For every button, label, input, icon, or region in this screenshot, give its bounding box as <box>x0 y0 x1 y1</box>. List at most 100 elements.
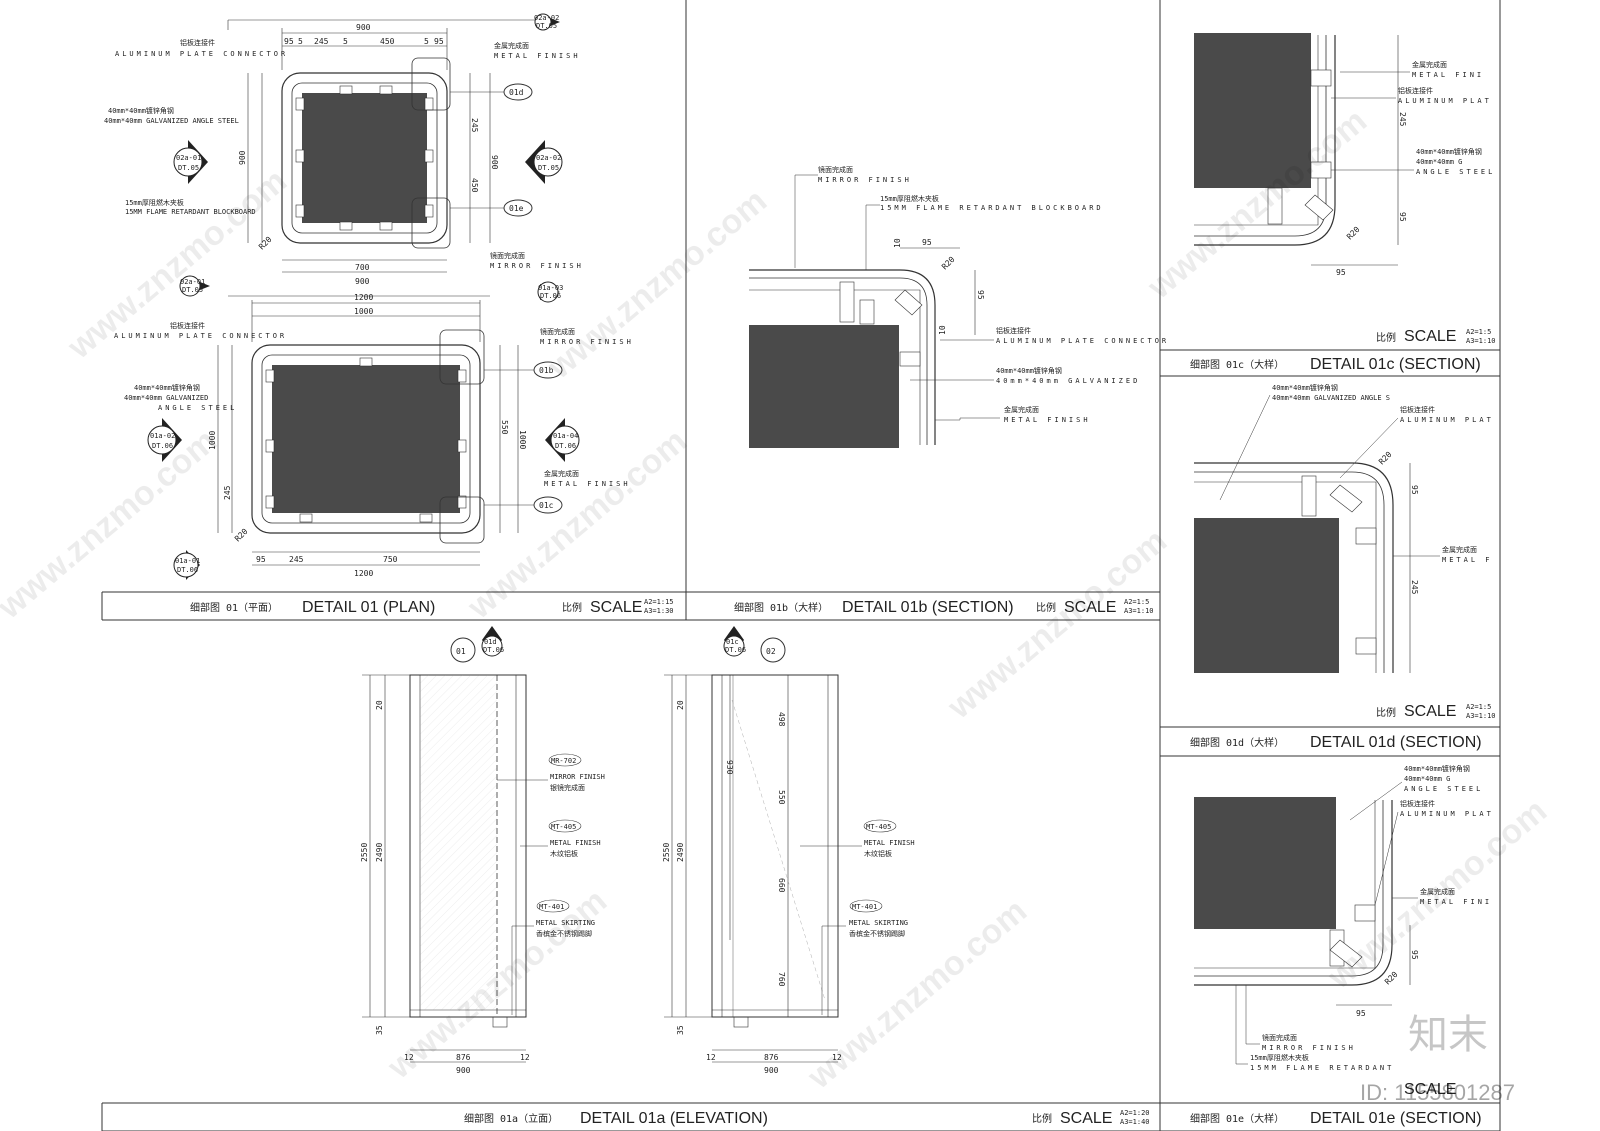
callout-01d: 01d <box>509 88 524 97</box>
svg-text:金属完成面: 金属完成面 <box>1420 887 1455 896</box>
svg-text:细部图 01c（大样）: 细部图 01c（大样） <box>1190 358 1284 371</box>
svg-text:www.znzmo.com: www.znzmo.com <box>0 422 224 627</box>
svg-text:40mm*40mm镀锌角钢: 40mm*40mm镀锌角钢 <box>996 366 1062 375</box>
svg-text:SCALE: SCALE <box>590 599 642 616</box>
dim-p1-r-b: 450 <box>470 178 479 193</box>
svg-text:细部图 01a（立面）: 细部图 01a（立面） <box>464 1112 558 1125</box>
dim-p1-r-h: 900 <box>490 155 499 170</box>
svg-text:ALUMINUM PLATE CONNECTOR: ALUMINUM PLATE CONNECTOR <box>996 337 1169 345</box>
dim-p2-bot-a: 750 <box>383 555 398 564</box>
svg-text:细部图 01b（大样）: 细部图 01b（大样） <box>734 601 828 614</box>
svg-text:876: 876 <box>764 1053 779 1062</box>
plan2-angle-en-b: ANGLE STEEL <box>158 404 237 412</box>
plan1-metal-cn: 金属完成面 <box>494 41 529 50</box>
plan2-mirror-cn: 镜面完成面 <box>540 327 575 336</box>
plan1-mirror-en: MIRROR FINISH <box>490 262 584 270</box>
svg-text:细部图 01d（大样）: 细部图 01d（大样） <box>1190 736 1284 749</box>
svg-text:876: 876 <box>456 1053 471 1062</box>
svg-text:DT.05: DT.05 <box>182 286 203 294</box>
svg-text:比例: 比例 <box>562 601 582 614</box>
plan-bottom-column: 1200 1000 1200 750 95 245 550 1000 1000 … <box>114 293 631 578</box>
svg-text:40mm*40mm G: 40mm*40mm G <box>1404 775 1450 783</box>
svg-text:20: 20 <box>676 700 685 710</box>
image-id: ID: 1155801287 <box>1360 1080 1515 1105</box>
svg-text:金属完成面: 金属完成面 <box>1442 545 1477 554</box>
svg-text:40mm*40mm GALVANIZED: 40mm*40mm GALVANIZED <box>996 377 1140 385</box>
plan2-angle-cn: 40mm*40mm镀锌角钢 <box>134 383 200 392</box>
dim-p2-top: 1200 <box>354 293 373 302</box>
svg-text:木纹铝板: 木纹铝板 <box>550 849 578 858</box>
title-detail-01c: DETAIL 01c (SECTION) <box>1310 356 1481 373</box>
svg-text:MIRROR FINISH: MIRROR FINISH <box>1262 1044 1356 1052</box>
svg-text:A3=1:10: A3=1:10 <box>1466 712 1496 720</box>
svg-text:245: 245 <box>1410 580 1419 595</box>
svg-text:95: 95 <box>1410 950 1419 960</box>
title-detail-01d: DETAIL 01d (SECTION) <box>1310 734 1482 751</box>
svg-text:METAL FINI: METAL FINI <box>1412 71 1484 79</box>
dim-p1-top: 900 <box>356 23 371 32</box>
svg-text:498: 498 <box>777 712 786 727</box>
svg-text:01c: 01c <box>726 638 739 646</box>
svg-text:SCALE: SCALE <box>1404 328 1456 345</box>
svg-text:35: 35 <box>676 1025 685 1035</box>
svg-text:A2=1:5: A2=1:5 <box>1466 328 1491 336</box>
svg-text:香槟金不锈钢踢脚: 香槟金不锈钢踢脚 <box>849 929 905 938</box>
dim-p1-bot: 900 <box>355 277 370 286</box>
svg-text:95: 95 <box>976 290 985 300</box>
svg-text:DT.06: DT.06 <box>540 292 561 300</box>
svg-text:DT.06: DT.06 <box>555 442 576 450</box>
marker-bottom: 02a-01 DT.05 <box>179 275 210 297</box>
svg-text:01a-02: 01a-02 <box>150 432 175 440</box>
title-bar-01b: 细部图 01b（大样） DETAIL 01b (SECTION) 比例 SCAL… <box>734 598 1154 616</box>
plan1-block-cn: 15mm厚阻燃木夹板 <box>125 198 184 207</box>
plan1-block-en: 15MM FLAME RETARDANT BLOCKBOARD <box>125 208 256 216</box>
dim-p2-r-h: 1000 <box>518 430 527 449</box>
detail-01c: 245 95 95 R20 金属完成面 METAL FINI 铝板连接件 ALU… <box>1194 33 1496 345</box>
svg-text:15mm厚阻燃木夹板: 15mm厚阻燃木夹板 <box>1250 1053 1309 1062</box>
plan1-angle-cn: 40mm*40mm镀锌角钢 <box>108 106 174 115</box>
svg-text:ALUMINUM PLAT: ALUMINUM PLAT <box>1400 416 1494 424</box>
svg-text:METAL SKIRTING: METAL SKIRTING <box>849 919 908 927</box>
dim-p1-bot-a: 700 <box>355 263 370 272</box>
svg-text:A2=1:20: A2=1:20 <box>1120 1109 1150 1117</box>
svg-text:10: 10 <box>938 325 947 335</box>
svg-text:12: 12 <box>832 1053 842 1062</box>
svg-text:ALUMINUM PLAT: ALUMINUM PLAT <box>1398 97 1492 105</box>
svg-text:MT-401: MT-401 <box>539 903 564 911</box>
svg-text:DT.06: DT.06 <box>725 646 746 654</box>
svg-text:40mm*40mm镀锌角钢: 40mm*40mm镀锌角钢 <box>1404 764 1470 773</box>
dim-p1-b: 5 <box>298 37 303 46</box>
dim-p1-l-h: 900 <box>238 150 247 165</box>
svg-text:A3=1:10: A3=1:10 <box>1466 337 1496 345</box>
svg-text:15MM FLAME RETARDANT BLOCKBOAR: 15MM FLAME RETARDANT BLOCKBOARD <box>880 204 1104 212</box>
dim-p2-l-h: 1000 <box>208 431 217 450</box>
svg-text:镜面完成面: 镜面完成面 <box>1262 1033 1297 1042</box>
dim-p2-l-b: 245 <box>223 485 232 500</box>
svg-text:比例: 比例 <box>1376 331 1396 344</box>
title-bar-01a: 细部图 01a（立面） DETAIL 01a (ELEVATION) 比例 SC… <box>464 1109 1150 1127</box>
svg-text:20: 20 <box>375 700 384 710</box>
detail-01e: 95 95 R20 40mm*40mm镀锌角钢 40mm*40mm G ANGL… <box>1194 764 1491 1098</box>
dim-p2-245: 245 <box>289 555 304 564</box>
svg-text:01a-01: 01a-01 <box>175 557 200 565</box>
dim-p1-r-a: 245 <box>470 118 479 133</box>
svg-text:铝板连接件: 铝板连接件 <box>1400 405 1435 414</box>
marker-bottom-2: 01a-01 DT.06 <box>173 550 200 580</box>
elev-01-tag: 01 01d DT.06 <box>450 626 504 663</box>
plan1-angle-en: 40mm*40mm GALVANIZED ANGLE STEEL <box>104 117 239 125</box>
marker-mid: 01a-03 DT.06 <box>537 281 563 303</box>
svg-text:METAL SKIRTING: METAL SKIRTING <box>536 919 595 927</box>
detail-01b: 95 95 R20 10 10 镜面完成面 MIRROR FINISH 15mm… <box>749 165 1169 448</box>
svg-text:比例: 比例 <box>1032 1112 1052 1125</box>
svg-text:12: 12 <box>520 1053 530 1062</box>
svg-text:550: 550 <box>777 790 786 805</box>
title-bar-01e: 细部图 01e（大样） DETAIL 01e (SECTION) <box>1190 1110 1482 1127</box>
svg-text:15mm厚阻燃木夹板: 15mm厚阻燃木夹板 <box>880 194 939 203</box>
svg-text:银镜完成面: 银镜完成面 <box>550 783 585 792</box>
svg-text:02a-02: 02a-02 <box>534 14 559 22</box>
elevation-02: 2550 2490 20 35 930 498 550 660 760 876 … <box>662 626 915 1075</box>
svg-text:SCALE: SCALE <box>1404 1081 1456 1098</box>
plan2-angle-en-a: 40mm*40mm GALVANIZED <box>124 394 208 402</box>
dim-p1-f: 5 <box>424 37 429 46</box>
panel-frames <box>101 0 1501 1131</box>
